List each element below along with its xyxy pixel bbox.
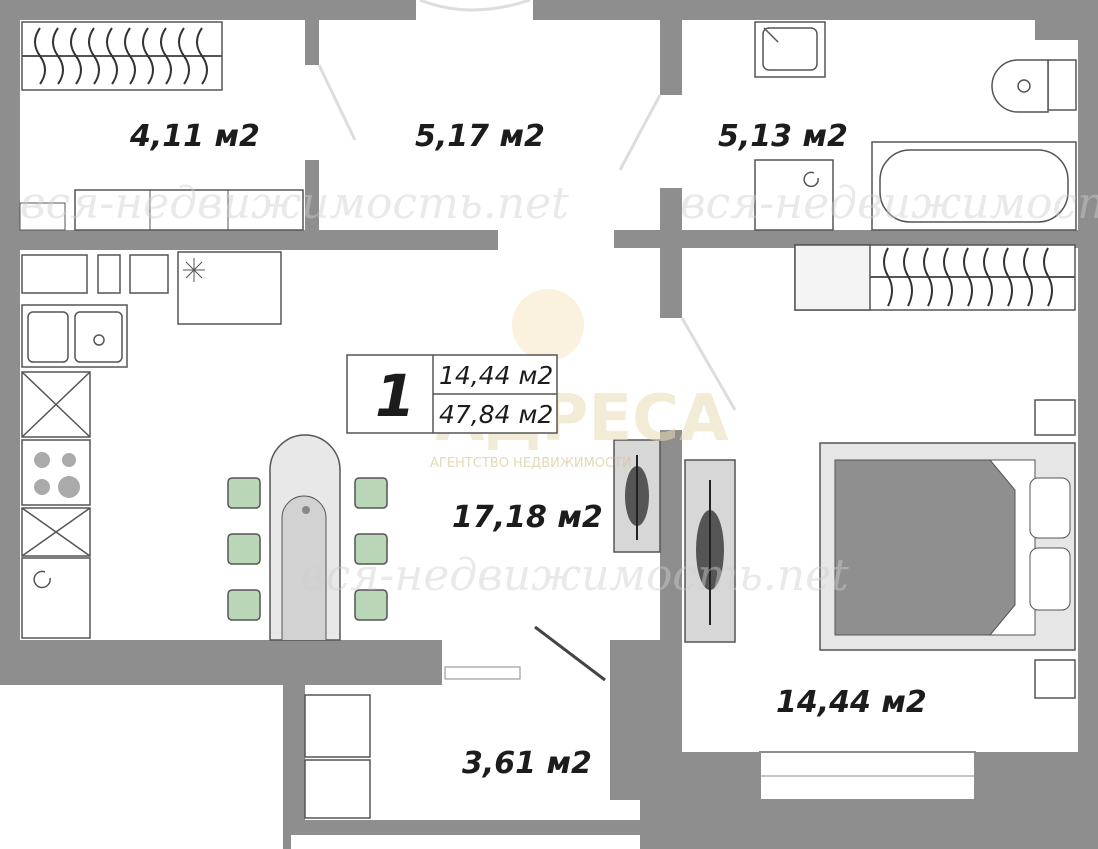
watermark-text-1: вся-недвижимость.net	[20, 178, 569, 229]
kitchen-living-area-label: 17,18 м2	[452, 500, 603, 535]
kitchen-furniture	[21, 251, 282, 639]
bed	[819, 442, 1076, 651]
balcony-cabinets	[304, 694, 371, 819]
balcony-door	[534, 625, 606, 682]
bathroom-area-label: 5,13 м2	[718, 119, 848, 154]
dining-set	[227, 434, 388, 641]
living-area: 14,44 м2	[439, 361, 553, 390]
apartment-info-box: 1 14,44 м2 47,84 м2	[346, 354, 558, 434]
watermark-layer: вся-недвижимость.net вся-недвижимость.ne…	[20, 178, 1098, 601]
living-panels	[613, 439, 736, 643]
door-swings	[317, 0, 737, 411]
bedside-tables	[1034, 399, 1076, 699]
bathroom-furniture	[754, 21, 1077, 231]
watermark-text-2: вся-недвижимость.net	[680, 178, 1098, 229]
brand-tagline: АГЕНТСТВО НЕДВИЖИМОСТИ	[430, 456, 632, 471]
storage-room-furniture	[19, 21, 304, 231]
hallway-area-label: 5,17 м2	[415, 119, 545, 154]
room-count: 1	[375, 362, 415, 430]
bedroom-wardrobe	[794, 244, 1076, 311]
total-area: 47,84 м2	[439, 400, 553, 429]
bedroom-area-label: 14,44 м2	[776, 685, 927, 720]
watermark-text-3: вся-недвижимость.net	[300, 550, 849, 601]
storage-area-label: 4,11 м2	[129, 119, 260, 154]
balcony-area-label: 3,61 м2	[462, 746, 592, 781]
